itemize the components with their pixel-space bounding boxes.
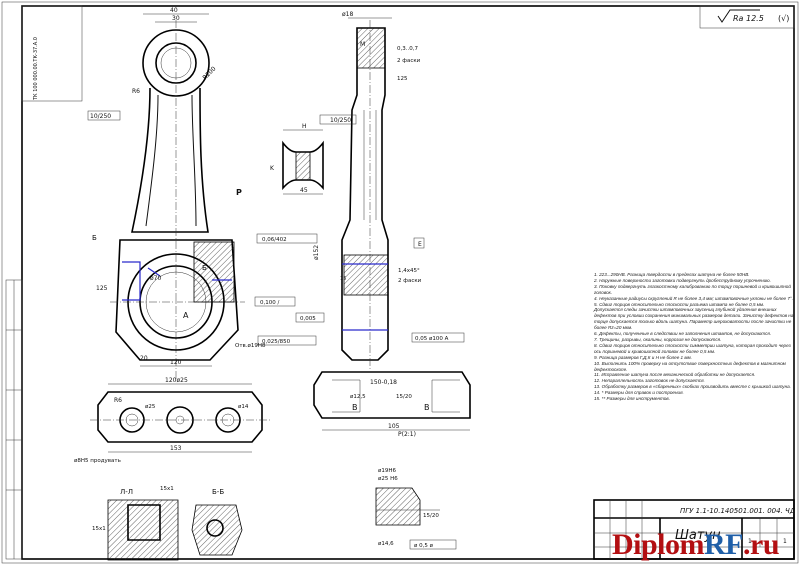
dim-width-top: 40 xyxy=(170,7,178,14)
tech-requirement-stamp: ТК 100 000.00.ТК-37.А.0 xyxy=(21,5,83,102)
svg-text:10/250: 10/250 xyxy=(90,113,111,120)
svg-text:ø8Н5 продувать: ø8Н5 продувать xyxy=(74,458,121,464)
dim-radius: R6 xyxy=(132,88,140,95)
roughness-value: Ra 12.5 xyxy=(733,14,764,23)
svg-text:ø 0,5 ø: ø 0,5 ø xyxy=(414,543,434,549)
svg-text:153: 153 xyxy=(170,445,182,452)
i-beam-section: H 45 K xyxy=(270,123,324,195)
view-label-P: P xyxy=(236,188,242,197)
note-item: 3. Поковку подвергнуть глазкостному кали… xyxy=(594,283,791,295)
note-item: 10. Выполнить 100% проверку на отсутстви… xyxy=(594,360,786,372)
svg-text:125: 125 xyxy=(397,76,408,82)
svg-text:0,025/850: 0,025/850 xyxy=(262,339,291,345)
svg-text:10/250: 10/250 xyxy=(330,117,351,124)
svg-text:B: B xyxy=(424,403,430,412)
note-item: 13. Обработку размеров в «сбаренных» ско… xyxy=(594,384,791,390)
note-item: 6. Дефекты, полученные в следствии не за… xyxy=(594,331,772,337)
side-stamp-strip xyxy=(5,279,23,560)
svg-text:15/20: 15/20 xyxy=(396,394,412,400)
watermark-main: Diplom xyxy=(612,528,705,561)
note-item: 7. Трещины, разрывы, окалины, коррозия н… xyxy=(594,336,722,342)
svg-text:ø18: ø18 xyxy=(342,11,353,18)
section-label-A: А xyxy=(183,311,189,320)
svg-text:0,005: 0,005 xyxy=(300,316,316,322)
svg-text:H: H xyxy=(302,123,307,130)
connecting-rod-side-view: ø18 0,3..0,7 2 фаски 125 10/250 15 1,4х4… xyxy=(313,11,465,386)
note-item: 14. * Размеры для справок и построения. xyxy=(594,390,684,396)
note-item: 5. Сдвиг торцов относительно плоскости р… xyxy=(594,301,794,331)
svg-text:ø12,5: ø12,5 xyxy=(350,394,366,400)
svg-text:E: E xyxy=(418,241,422,248)
note-item: 4. Неуказанные радиусы скруглений R не б… xyxy=(594,295,793,301)
svg-text:120ø25: 120ø25 xyxy=(165,377,188,384)
doc-number: ПГУ 1.1-10.140501.001. 004. ЧД xyxy=(680,507,796,515)
dim-small-end: 30 xyxy=(172,15,180,22)
svg-text:K: K xyxy=(270,165,275,172)
svg-text:ø152: ø152 xyxy=(313,245,320,260)
svg-text:125: 125 xyxy=(96,285,108,292)
svg-text:0,06/402: 0,06/402 xyxy=(262,237,287,243)
cap-profile-view: B B 105 ø12,5 15/20 Р(2:1) xyxy=(313,371,471,438)
dim-big-end-width: 120 xyxy=(170,359,182,366)
svg-text:R6: R6 xyxy=(114,397,122,404)
svg-text:(√): (√) xyxy=(778,14,789,23)
section-l-l: Л-Л 15x1 15x1 xyxy=(92,486,179,561)
dim-cap-length: 105 xyxy=(388,423,400,430)
section-label-BB: Б-Б xyxy=(212,488,224,496)
site-watermark: DiplomRF.ru xyxy=(612,528,780,562)
note-item: 2. Наружные поверхности заготовки подвер… xyxy=(594,277,771,283)
section-b-b: Б-Б xyxy=(191,488,243,556)
note-item: 12. Непараллельность заготовок не допуск… xyxy=(594,378,705,384)
svg-text:ø19Н6: ø19Н6 xyxy=(378,468,396,474)
part-name: Шатун xyxy=(675,528,721,543)
section-label-LL: Л-Л xyxy=(120,488,133,496)
svg-text:0,100 /: 0,100 / xyxy=(260,300,279,306)
hatched-section xyxy=(193,241,235,303)
svg-text:B: B xyxy=(352,403,358,412)
watermark-accent: RF xyxy=(704,528,744,561)
svg-text:Б: Б xyxy=(202,264,207,272)
dim-hole: ø25 xyxy=(145,404,156,410)
dim-section-width: 45 xyxy=(300,187,308,194)
note-item: 15. ** Размеры для инструментов. xyxy=(594,396,670,402)
tech-requirement-code: ТК 100 000.00.ТК-37.А.0 xyxy=(33,37,39,101)
svg-text:ø14: ø14 xyxy=(238,404,249,410)
note-item: 9. Разница размеров Г,Д,К и Н не более 1… xyxy=(594,354,692,360)
bolt-seat-detail: ø25 Н6 ø19Н6 15/20 ø14,6 ø 0,5 ø xyxy=(375,468,457,550)
svg-text:1,4х45°: 1,4х45° xyxy=(398,268,420,274)
watermark-tail: .ru xyxy=(743,528,780,561)
svg-text:15/20: 15/20 xyxy=(423,513,439,519)
note-item: 1. 223...290НВ. Разница твердости в пред… xyxy=(594,272,750,277)
svg-text:15x1: 15x1 xyxy=(160,486,174,492)
svg-text:150-0,18: 150-0,18 xyxy=(370,379,397,386)
cap-section-view: 120ø25 ø25 ø14 153 R6 ø8Н5 продувать xyxy=(74,377,270,464)
svg-text:2 фаски: 2 фаски xyxy=(398,278,422,284)
sheet-count: 1 xyxy=(783,538,787,545)
dim-bore: ø70 xyxy=(150,275,161,282)
sheet-number: 1 xyxy=(748,538,752,545)
svg-text:0,3..0,7: 0,3..0,7 xyxy=(397,46,418,52)
svg-text:ø25 Н6: ø25 Н6 xyxy=(378,476,398,482)
title-block: ПГУ 1.1-10.140501.001. 004. ЧД Шатун 1 1 xyxy=(593,499,796,560)
surface-roughness-mark: Ra 12.5 (√) xyxy=(699,5,795,29)
svg-text:R200: R200 xyxy=(201,65,217,81)
svg-text:15x1: 15x1 xyxy=(92,526,106,532)
svg-text:ø14,6: ø14,6 xyxy=(378,541,394,547)
svg-text:M: M xyxy=(360,41,365,48)
svg-text:20: 20 xyxy=(140,355,148,362)
note-item: 11. Исправление шатуна после механическо… xyxy=(594,372,756,378)
svg-text:Б: Б xyxy=(92,234,97,242)
technical-requirements: 1. 223...290НВ. Разница твердости в пред… xyxy=(594,272,794,402)
section-label-P: Р(2:1) xyxy=(398,431,416,438)
svg-text:2 фаски: 2 фаски xyxy=(397,58,421,64)
svg-text:0,05 ø100 A: 0,05 ø100 A xyxy=(415,336,449,342)
connecting-rod-front-view: 40 30 R6 120 R200 ø70 10/250 20 125 P А … xyxy=(87,7,325,380)
svg-text:15: 15 xyxy=(340,276,346,282)
svg-text:Отв.ø19Н8: Отв.ø19Н8 xyxy=(235,343,266,349)
note-item: 8. Сдвиг торцов относительно плоскости с… xyxy=(594,342,791,354)
